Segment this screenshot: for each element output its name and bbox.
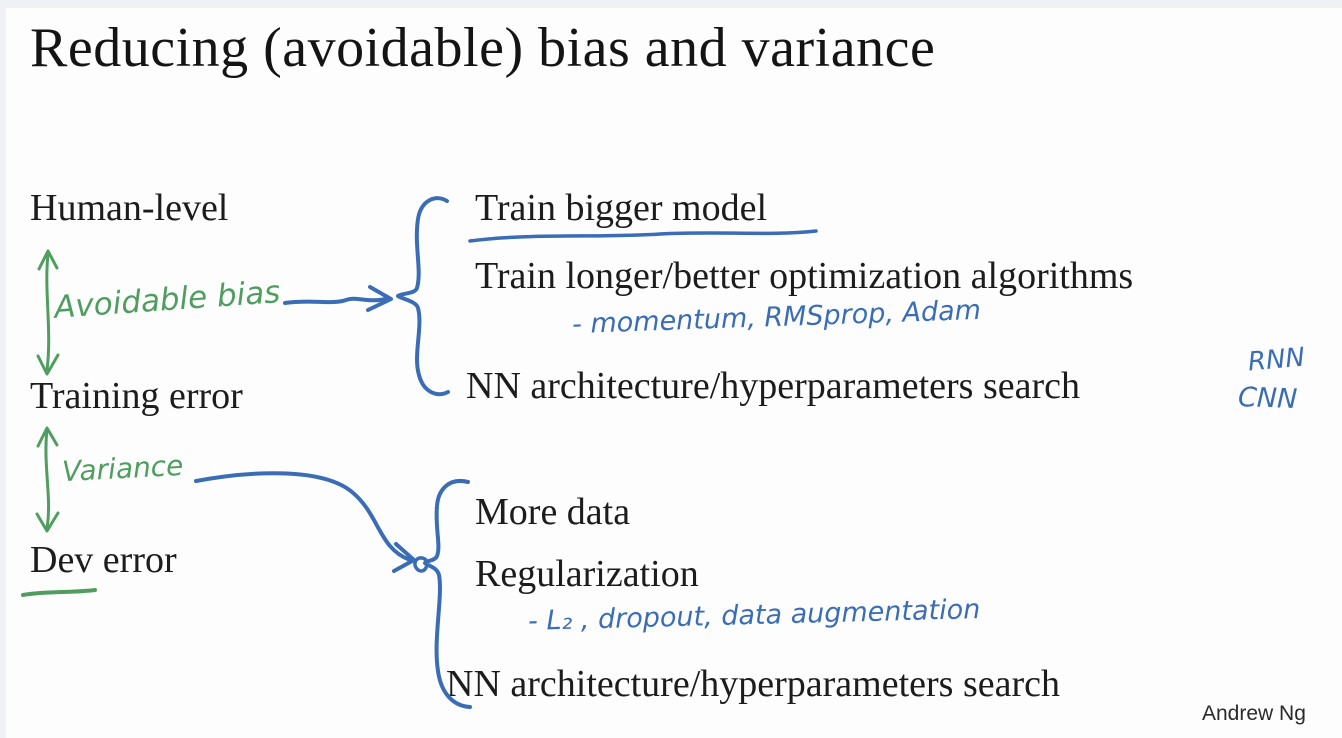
bias-to-remedies-arrow xyxy=(283,285,393,312)
slide-left-edge xyxy=(0,0,6,738)
slide-top-edge xyxy=(0,0,1342,8)
note-rnn: RNN xyxy=(1246,342,1307,378)
variance-to-remedies-arrow xyxy=(194,471,416,573)
level-dev-error: Dev error xyxy=(30,539,177,581)
dev-error-underline xyxy=(21,588,97,597)
bias-remedy-nn-architecture-search: NN architecture/hyperparameters search xyxy=(466,365,1080,407)
slide-title: Reducing (avoidable) bias and variance xyxy=(30,17,936,79)
author-credit: Andrew Ng xyxy=(1202,702,1306,725)
note-optimizers: - momentum, RMSprop, Adam xyxy=(571,294,982,341)
bias-remedies-brace xyxy=(396,196,450,397)
annotation-avoidable-bias: Avoidable bias xyxy=(53,274,282,326)
variance-remedy-nn-architecture-search: NN architecture/hyperparameters search xyxy=(446,663,1060,705)
level-human: Human-level xyxy=(30,187,229,229)
train-bigger-model-underline xyxy=(468,229,818,243)
note-regularizers: - L₂ , dropout, data augmentation xyxy=(527,594,981,637)
variance-range-arrow xyxy=(35,426,60,533)
level-training-error: Training error xyxy=(30,375,243,417)
bias-remedy-train-bigger-model: Train bigger model xyxy=(475,187,768,229)
note-cnn: CNN xyxy=(1237,381,1298,416)
annotation-variance: Variance xyxy=(61,448,185,489)
variance-remedy-more-data: More data xyxy=(475,491,631,533)
bias-remedy-train-longer: Train longer/better optimization algorit… xyxy=(475,255,1134,297)
variance-remedy-regularization: Regularization xyxy=(475,553,699,595)
